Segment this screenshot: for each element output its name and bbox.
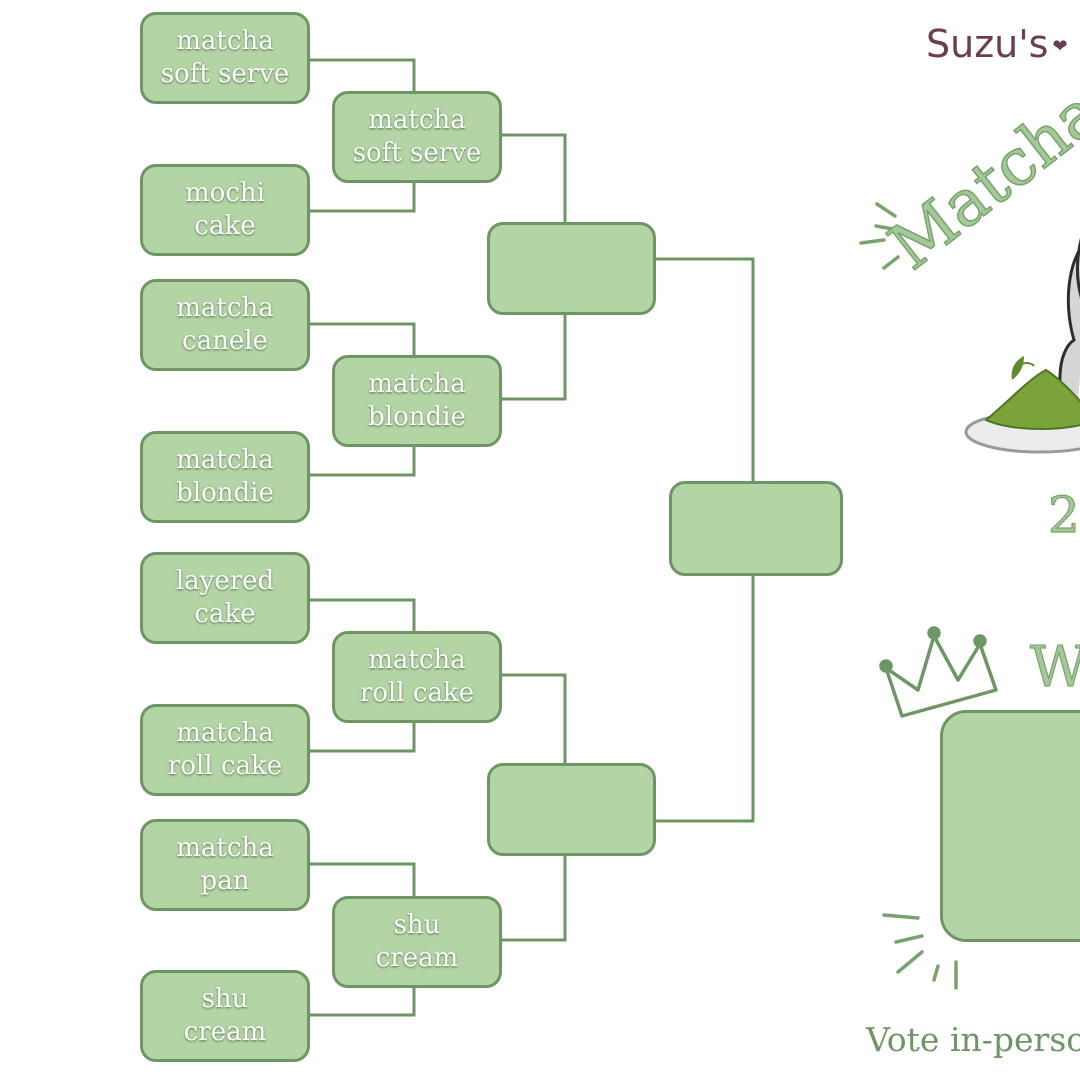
round1-slot-1-label: matcha soft serve (160, 26, 290, 89)
winner-label: W (1030, 635, 1080, 700)
round1-slot-1[interactable]: matcha soft serve (140, 12, 310, 104)
round1-slot-2[interactable]: mochi cake (140, 164, 310, 256)
round2-slot-2[interactable]: matcha blondie (332, 355, 502, 447)
matcha-powder-icon (964, 356, 1080, 454)
round2-slot-2-label: matcha blondie (368, 369, 466, 432)
vote-instruction: Vote in-perso (866, 1020, 1080, 1059)
round2-slot-4[interactable]: shu cream (332, 896, 502, 988)
round1-slot-3-label: matcha canele (176, 293, 274, 356)
contest-title: Matcha (876, 76, 1080, 285)
round1-slot-7-label: matcha pan (176, 833, 274, 896)
round1-slot-4-label: matcha blondie (176, 445, 274, 508)
round2-slot-1-label: matcha soft serve (352, 105, 482, 168)
round2-slot-3-label: matcha roll cake (359, 645, 475, 708)
brand-name: Suzu's (926, 22, 1049, 66)
round1-slot-5[interactable]: layered cake (140, 552, 310, 644)
round2-slot-4-label: shu cream (375, 910, 459, 973)
year-text: 2 (1048, 486, 1080, 544)
crown-icon (879, 626, 998, 718)
round1-slot-3[interactable]: matcha canele (140, 279, 310, 371)
winner-sparkle-icon (882, 913, 958, 990)
round1-slot-8[interactable]: shu cream (140, 970, 310, 1062)
round1-slot-2-label: mochi cake (185, 178, 265, 241)
round1-slot-4[interactable]: matcha blondie (140, 431, 310, 523)
round1-slot-7[interactable]: matcha pan (140, 819, 310, 911)
round2-slot-3[interactable]: matcha roll cake (332, 631, 502, 723)
round1-slot-8-label: shu cream (183, 984, 267, 1047)
winner-slot[interactable] (940, 710, 1080, 942)
final-slot[interactable] (669, 481, 843, 576)
round1-slot-6[interactable]: matcha roll cake (140, 704, 310, 796)
round2-slot-1[interactable]: matcha soft serve (332, 91, 502, 183)
heart-icon: ❤ (1052, 36, 1068, 57)
round1-slot-5-label: layered cake (175, 566, 275, 629)
brand-header: Suzu's❤ (926, 22, 1068, 66)
semifinal-slot-2[interactable] (487, 763, 656, 856)
sparkle-icon (859, 202, 900, 270)
round1-slot-6-label: matcha roll cake (167, 718, 283, 781)
semifinal-slot-1[interactable] (487, 222, 656, 315)
